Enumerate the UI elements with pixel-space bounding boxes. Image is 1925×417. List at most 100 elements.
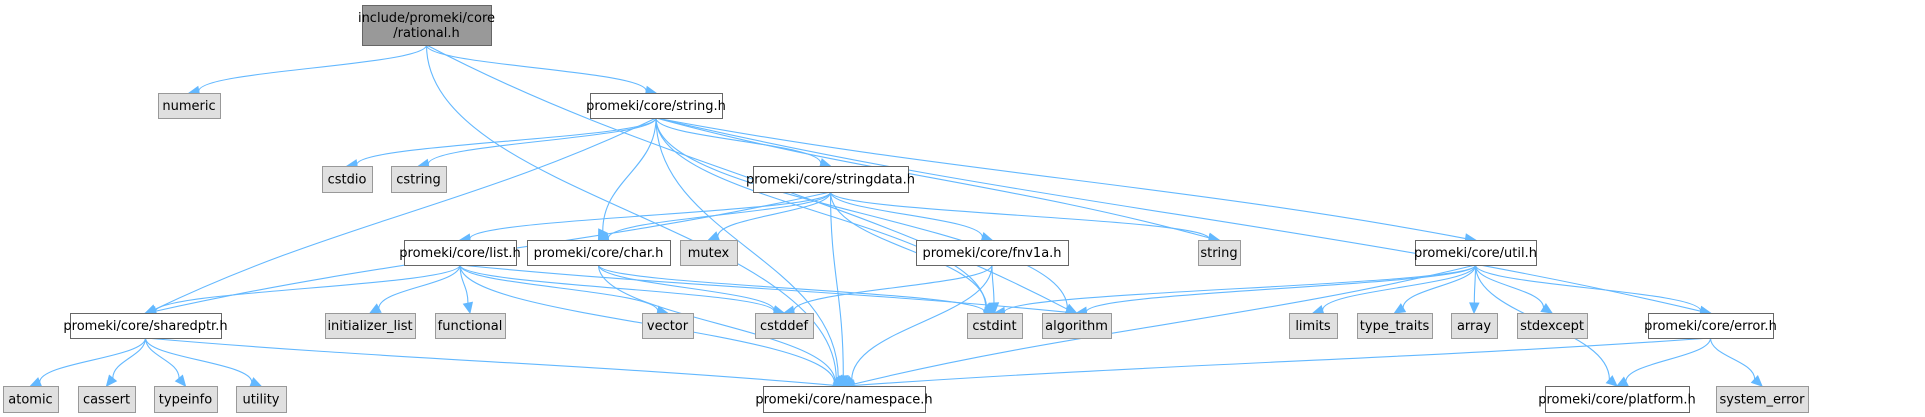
edge-string-h-to-char [597,117,657,242]
edge-line [144,337,180,379]
node-algorithm: algorithm [1042,313,1112,339]
node-limits: limits [1289,313,1338,339]
edge-line [198,44,428,92]
edge-line [39,337,147,383]
arrowhead-icon [1615,376,1629,387]
edge-line [853,337,1711,386]
node-stringdata[interactable]: promeki/core/stringdata.h [746,166,915,193]
node-box [404,240,517,266]
node-utility: utility [236,386,287,413]
edge-line [829,191,1210,240]
node-label: promeki/core/util.h [1414,246,1537,261]
node-label: typeinfo [159,393,212,408]
node-vector: vector [642,313,694,339]
node-sharedptr[interactable]: promeki/core/sharedptr.h [63,313,228,339]
node-label: array [1457,319,1491,334]
node-numeric: numeric [158,93,221,119]
edge-string-h-to-cstdio [345,117,657,170]
node-label: cstring [396,173,440,188]
edge-line [1003,264,1477,313]
node-system-error: system_error [1716,386,1809,413]
edge-line [469,191,832,240]
node-box [967,313,1023,339]
edge-line [427,117,657,165]
node-box [1289,313,1338,339]
node-box [755,313,814,339]
node-label: include/promeki/core [358,11,495,26]
edge-line [1402,264,1477,309]
node-box [325,313,416,339]
edge-line [655,117,1068,309]
node-char[interactable]: promeki/core/char.h [527,240,671,266]
node-label: promeki/core/stringdata.h [746,173,915,188]
node-box [916,240,1069,266]
node-label: functional [438,319,503,334]
edge-string-h-to-sharedptr [144,117,657,315]
edge-util-to-limits [1311,264,1477,316]
edge-line [1473,264,1477,304]
node-label: promeki/core/sharedptr.h [63,319,227,334]
edge-line [597,264,986,313]
node-box [362,5,492,46]
node-string: string [1198,240,1241,266]
node-box [3,386,59,413]
edge-line [459,264,1067,313]
edge-line [597,264,775,311]
edge-line [144,337,253,383]
edge-list-to-cstddef [459,264,786,317]
node-box [1451,313,1498,339]
edge-util-to-type-traits [1393,264,1477,314]
edge-line [597,264,836,382]
edge-line [851,264,993,380]
node-label: numeric [162,99,215,114]
edge-util-to-stdexcept [1474,264,1554,314]
node-type-traits: type_traits [1357,313,1433,339]
node-label: promeki/core/namespace.h [755,393,932,408]
edge-line [655,117,1701,312]
edge-rational-to-string-h [425,44,658,97]
nodes-layer: include/promeki/core/rational.h numeric pr… [3,5,1809,413]
node-label: type_traits [1360,319,1430,334]
edge-util-to-error [1474,264,1712,317]
arrowhead-icon [707,231,721,242]
node-label: promeki/core/list.h [399,246,520,261]
node-atomic: atomic [3,386,59,413]
arrowhead-icon [105,374,118,387]
edge-list-to-sharedptr [144,264,461,317]
edge-sharedptr-to-atomic [29,337,147,387]
edge-line [145,337,835,386]
edge-line [655,117,822,164]
edge-line [1085,264,1477,313]
node-label: initializer_list [327,319,412,334]
node-label: atomic [8,393,52,408]
node-fnv1a[interactable]: promeki/core/fnv1a.h [916,240,1069,266]
node-box [527,240,671,266]
node-label: promeki/core/error.h [1644,319,1777,334]
edge-sharedptr-to-cassert [105,337,147,387]
node-util[interactable]: promeki/core/util.h [1414,240,1537,266]
node-label: cstddef [760,319,809,334]
node-string-h[interactable]: promeki/core/string.h [586,93,726,119]
arrowhead-icon [29,377,43,387]
node-label: promeki/core/string.h [586,99,726,114]
edge-stringdata-to-fnv1a [829,191,994,243]
edge-line [991,264,995,304]
node-rational[interactable]: include/promeki/core/rational.h [358,5,495,46]
edge-sharedptr-to-typeinfo [144,337,187,387]
node-platform[interactable]: promeki/core/platform.h [1538,386,1696,413]
node-label: cassert [83,393,130,408]
node-list[interactable]: promeki/core/list.h [399,240,521,266]
edge-list-to-algorithm [459,264,1078,318]
node-box [680,240,738,266]
edges-layer [29,44,1763,391]
edge-line [154,264,461,312]
edge-line [356,117,657,165]
edge-error-to-namespace [842,337,1711,391]
node-box [642,313,694,339]
node-initializer-list: initializer_list [325,313,416,339]
edge-sharedptr-to-namespace [145,337,846,391]
edge-stringdata-to-list [458,191,832,244]
node-error[interactable]: promeki/core/error.h [1644,313,1777,339]
node-label: promeki/core/char.h [534,246,664,261]
node-namespace[interactable]: promeki/core/namespace.h [755,386,933,413]
